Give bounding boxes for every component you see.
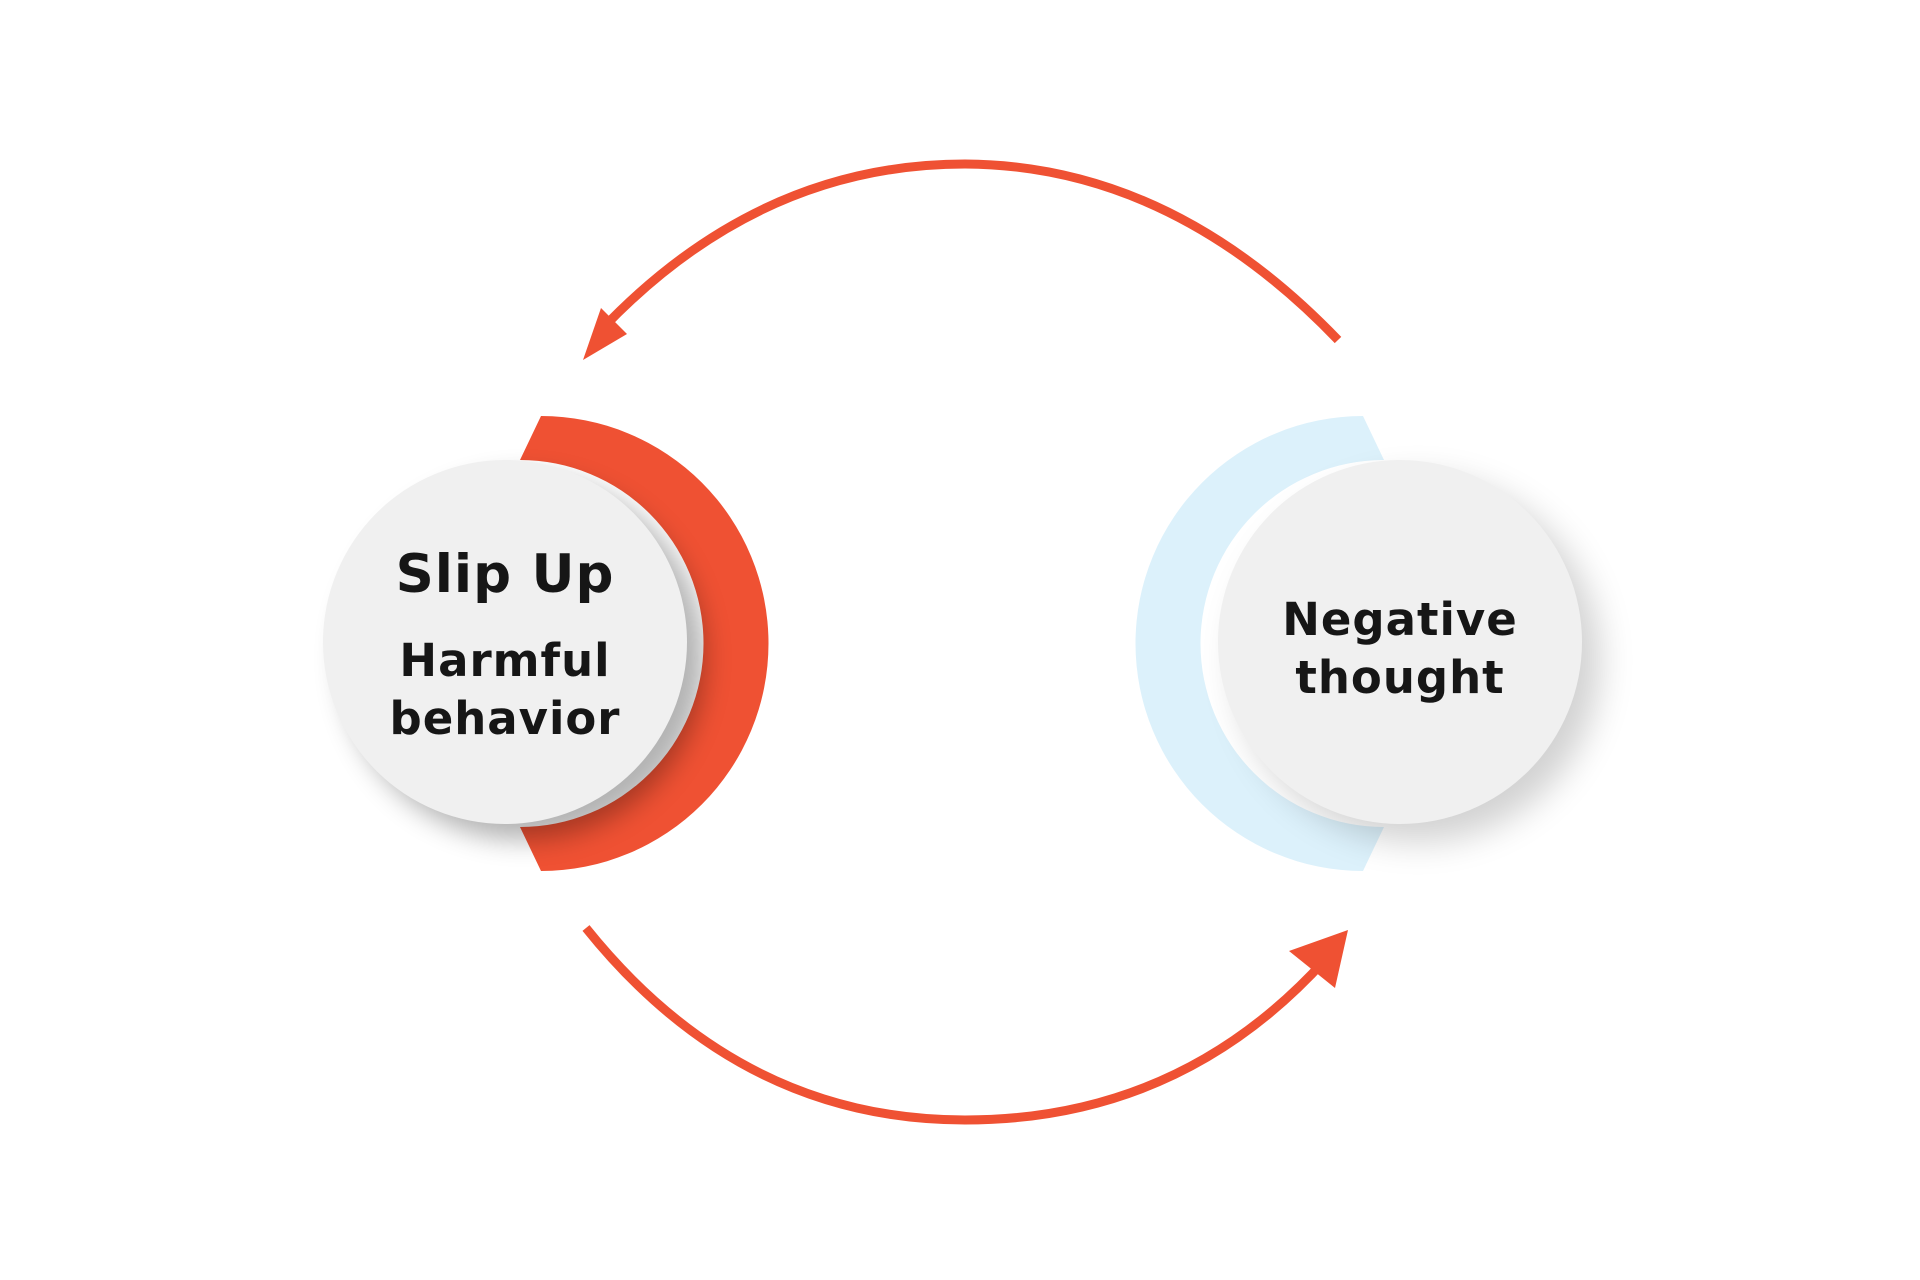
- slip-up-accent-ring: [520, 416, 769, 871]
- slip-up-subtitle-line-2: behavior: [389, 692, 621, 745]
- bottom-arrowhead: [1289, 930, 1348, 988]
- slip-up-subtitle-line-1: Harmful: [399, 634, 611, 687]
- slip-up-node: Slip Up Harmful behavior: [323, 460, 687, 824]
- negative-thought-label: Negative thought: [1218, 591, 1582, 707]
- negative-thought-node: Negative thought: [1218, 460, 1582, 824]
- slip-up-title: Slip Up: [395, 544, 615, 605]
- top-arrow-arc: [599, 159, 1342, 344]
- bottom-arrow-arc: [582, 925, 1329, 1125]
- negative-thought-accent-ring: [1135, 416, 1384, 871]
- top-arrowhead: [583, 308, 627, 360]
- negative-thought-line-2: thought: [1295, 651, 1505, 704]
- slip-up-subtitle: Harmful behavior: [323, 632, 687, 748]
- negative-thought-line-1: Negative: [1282, 593, 1518, 646]
